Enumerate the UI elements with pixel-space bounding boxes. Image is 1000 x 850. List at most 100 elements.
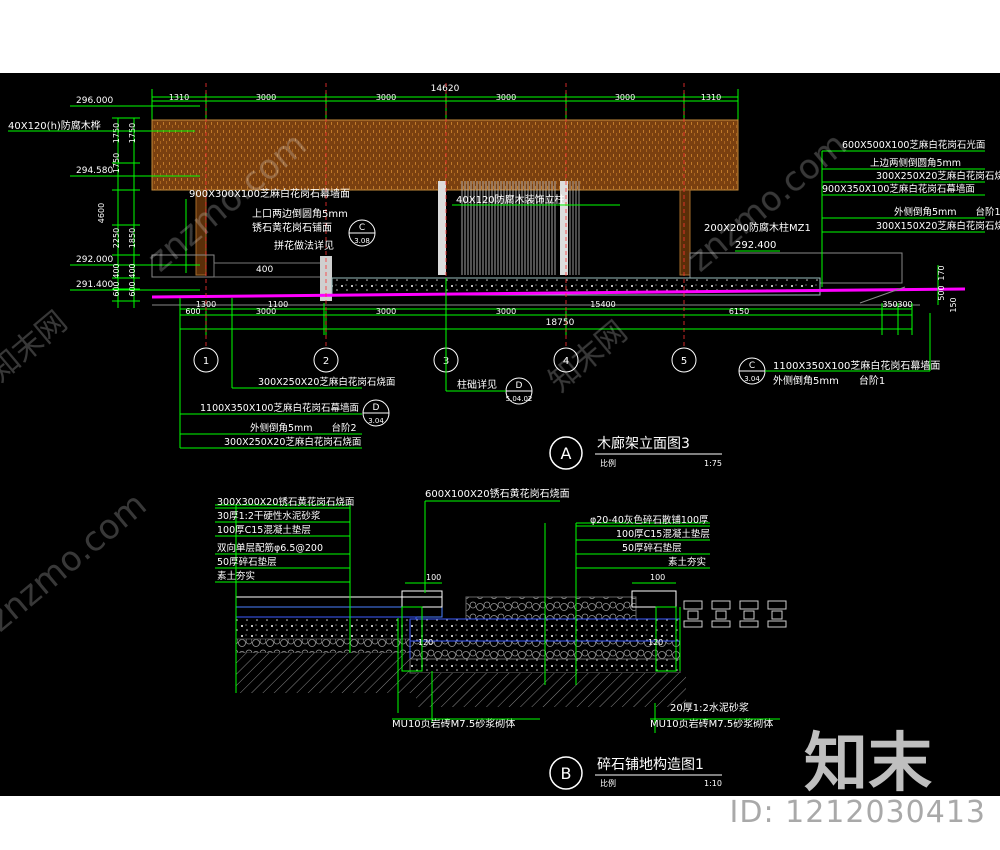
left-dim: 1750 [128, 123, 137, 143]
dim-100-a: 100 [426, 573, 441, 582]
wood-column [679, 189, 691, 276]
callout-anti-wood: 40X120(h)防腐木桦 [8, 119, 101, 132]
ground-line [151, 287, 966, 299]
section-layer-left: 素土夯实 [217, 570, 255, 582]
callout-round-edge: 上口两边倒圆角5mm [252, 208, 348, 220]
svg-text:D: D [373, 403, 380, 413]
callout-right: 300X150X20芝麻白花岗石烧面 [876, 220, 1000, 232]
callout-right-bottom-1: 1100X350X100芝麻白花岗石幕墙面 [773, 359, 940, 372]
bottom-dim: 6150 [729, 307, 749, 316]
section-layer-left: 双向单层配筋φ6.5@200 [217, 542, 323, 554]
section-b: 300X300X20锈石黄花岗石烧面30厚1:2干硬性水泥砂浆100厚C15混凝… [215, 487, 787, 790]
right-dim: 500 [937, 285, 946, 300]
axis-bubble [553, 347, 579, 373]
svg-text:3.04: 3.04 [744, 375, 760, 383]
detail-bubble-d-304[interactable]: D 3.04 [362, 399, 390, 427]
bottom-total-dim: 18750 [546, 318, 575, 328]
section-bottom-right-2: MU10页岩砖M7.5砂浆砌体 [650, 717, 773, 730]
watermark-url: znzmo.com [0, 485, 154, 640]
section-layer-right: φ20-40灰色碎石散铺100厚 [590, 514, 709, 526]
svg-text:1:10: 1:10 [704, 779, 722, 788]
level-292-4: 292.400 [735, 240, 776, 251]
callout-pattern-ref: 拼花做法详见 [274, 239, 334, 252]
callout-bottom: 300X250X20芝麻白花岗石烧面 [258, 376, 395, 388]
left-dim: 1850 [128, 228, 137, 248]
callout-pillar-detail: 柱础详见 [457, 378, 497, 391]
axis-bubble [193, 347, 219, 373]
level-label: 296.000 [76, 96, 113, 106]
callout-right: 外侧倒角5mm 台阶1 [894, 206, 1000, 218]
dim-120-b: 120 [648, 638, 663, 647]
right-dim: 170 [937, 265, 946, 280]
section-layer-right: 素土夯实 [668, 556, 706, 568]
level-label: 291.400 [76, 280, 113, 290]
svg-text:B: B [561, 764, 572, 783]
svg-text:D: D [516, 381, 523, 391]
svg-text:1:75: 1:75 [704, 459, 722, 468]
axis-bubble [313, 347, 339, 373]
svg-text:3.04: 3.04 [368, 417, 384, 425]
left-dim: 4600 [97, 203, 106, 223]
callout-bottom: 外侧倒角5mm 台阶2 [250, 422, 357, 434]
detail-bubble-d-50402[interactable]: D 5.04.02 [505, 377, 533, 405]
right-dim: 150 [949, 297, 958, 312]
bottom-dim: 600 [185, 307, 200, 316]
svg-text:5.04.02: 5.04.02 [506, 395, 533, 403]
title-a: A 木廊架立面图3 比例 1:75 [549, 435, 722, 470]
detail-bubble-c-304[interactable]: C 3.04 [738, 357, 766, 385]
level-label: 294.580 [76, 166, 113, 176]
axis-label: 1 [203, 356, 209, 367]
callout-right-bottom-2: 外侧倒角5mm 台阶1 [773, 374, 885, 387]
bottom-dim: 3000 [256, 307, 276, 316]
callout-pillar: 40X120防腐木装饰立柱 [456, 193, 565, 206]
top-dim: 1310 [169, 93, 189, 102]
bottom-dim: 3000 [496, 307, 516, 316]
title-b-text: 碎石铺地构造图1 [597, 757, 704, 773]
svg-text:C: C [359, 223, 365, 233]
axis-label: 5 [681, 356, 687, 367]
section-layer-right: 50厚碎石垫层 [622, 542, 682, 554]
level-label: 292.000 [76, 255, 113, 265]
pillar-base [320, 256, 332, 301]
axis-label: 2 [323, 356, 329, 367]
svg-text:比例: 比例 [600, 778, 616, 788]
bottom-dim: 3000 [376, 307, 396, 316]
image-id: ID: 1212030413 [729, 795, 986, 830]
section-layer-left: 30厚1:2干硬性水泥砂浆 [217, 510, 321, 522]
bottom-dim: 300 [897, 300, 912, 309]
left-dim: 2250 [112, 228, 121, 248]
top-dim: 3000 [615, 93, 635, 102]
section-layer-left: 300X300X20锈石黄花岗石烧面 [217, 496, 354, 508]
watermark-layer: 知末网 znzmo.com znzmo.com znzmo.com 知末网 [0, 125, 854, 640]
left-dim: 400 [128, 263, 137, 278]
bottom-dim: 15400 [590, 300, 615, 309]
wooden-canopy [151, 119, 739, 191]
left-dim: 400 [112, 263, 121, 278]
callout-right: 900X350X100芝麻白花岗石幕墙面 [822, 183, 975, 195]
section-top-label: 600X100X20锈石黄花岗石烧面 [425, 487, 570, 500]
top-dim: 3000 [496, 93, 516, 102]
pillar [438, 181, 446, 275]
callout-right: 上边两侧倒圆角5mm [870, 157, 961, 169]
callout-rust-granite: 锈石黄花岗石铺面 [252, 221, 332, 234]
bottom-dim: 1300 [196, 300, 216, 309]
section-bottom-right-1: 20厚1:2水泥砂浆 [670, 701, 749, 714]
callout-right: 600X500X100芝麻白花岗石光面 [842, 139, 985, 151]
callout-column: 200X200防腐木柱MZ1 [704, 221, 811, 234]
bottom-dim: 350 [882, 300, 897, 309]
callout-granite-wall: 900X300X100芝麻白花岗石幕墙面 [189, 187, 350, 200]
callout-right: 300X250X20芝麻白花岗石烧面 [876, 170, 1000, 182]
mark-400: 400 [256, 265, 273, 275]
pillar [560, 181, 568, 275]
dim-120-a: 120 [418, 638, 433, 647]
top-dim: 3000 [256, 93, 276, 102]
left-dim: 1750 [112, 123, 121, 143]
callout-bottom: 300X250X20芝麻白花岗石烧面 [224, 436, 361, 448]
svg-text:3.08: 3.08 [354, 237, 370, 245]
callout-bottom: 1100X350X100芝麻白花岗石幕墙面 [200, 402, 359, 414]
top-dim: 3000 [376, 93, 396, 102]
detail-bubble-c-308[interactable]: C 3.08 [348, 219, 376, 247]
